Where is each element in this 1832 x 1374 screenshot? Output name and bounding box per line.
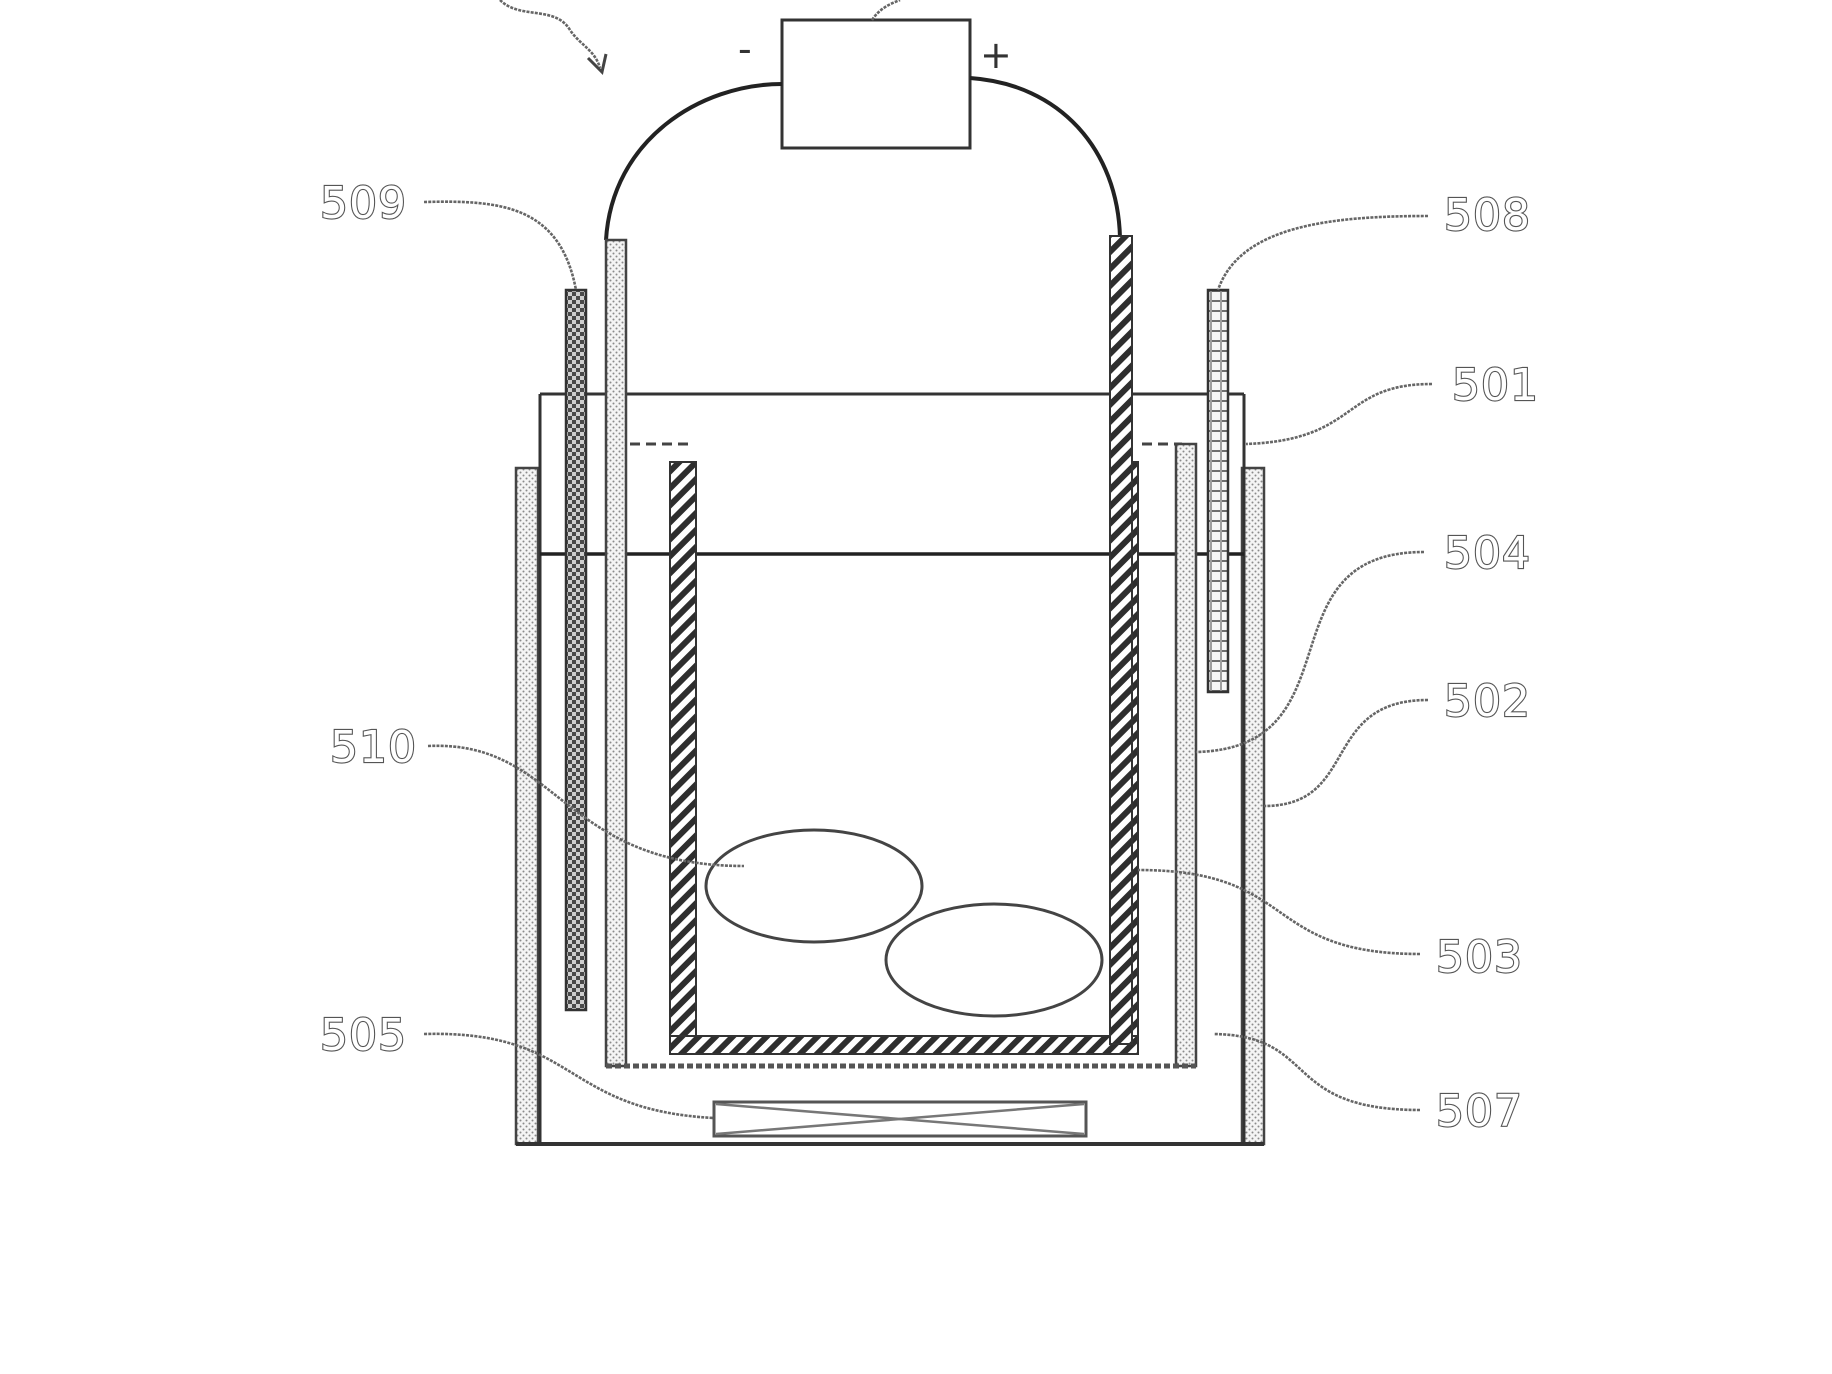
- magnetic-stirrer: [712, 1100, 1088, 1138]
- positive-electrode: [1109, 235, 1133, 1045]
- sample-lower: [884, 902, 1104, 1018]
- leader-505: [423, 1032, 715, 1120]
- sample-upper: [704, 828, 924, 944]
- positive-wire: [969, 76, 1122, 239]
- outer-jacket-left-wall: [514, 466, 540, 1146]
- leader-508: [1216, 214, 1429, 291]
- label-508: 508: [1444, 190, 1531, 241]
- inner-container: [630, 442, 1182, 1055]
- label-503: 503: [1436, 932, 1523, 983]
- leader-507: [1213, 1032, 1421, 1112]
- sensor-right: [1206, 288, 1230, 694]
- figure-pointer-arrowhead: [586, 53, 608, 75]
- stirrer-cross: [715, 1102, 1085, 1136]
- label-509: 509: [320, 178, 407, 229]
- label-501: 501: [1452, 360, 1539, 411]
- label-507: 507: [1436, 1086, 1523, 1137]
- leader-510: [427, 744, 745, 868]
- leader-502: [1263, 698, 1429, 808]
- label-502: 502: [1444, 676, 1531, 727]
- inner-container-left-wall: [669, 461, 697, 1053]
- separator-right: [1174, 442, 1198, 1068]
- negative-electrode: [604, 238, 628, 1068]
- negative-terminal-sign: -: [738, 27, 752, 71]
- sensor-left: [564, 288, 588, 1012]
- power-supply: - +: [738, 0, 1012, 150]
- figure-pointer-arrow: [499, 0, 602, 69]
- leader-503: [1137, 868, 1421, 956]
- negative-wire: [604, 82, 783, 241]
- leader-509: [423, 200, 578, 291]
- label-505: 505: [320, 1010, 407, 1061]
- inner-container-bottom: [669, 1035, 1139, 1055]
- leader-501: [1245, 382, 1433, 446]
- label-510: 510: [330, 722, 417, 773]
- positive-terminal-sign: +: [980, 33, 1012, 77]
- power-supply-box: [780, 18, 972, 150]
- label-504: 504: [1444, 528, 1531, 579]
- power-supply-leader: [870, 0, 901, 21]
- leader-504: [1195, 550, 1425, 754]
